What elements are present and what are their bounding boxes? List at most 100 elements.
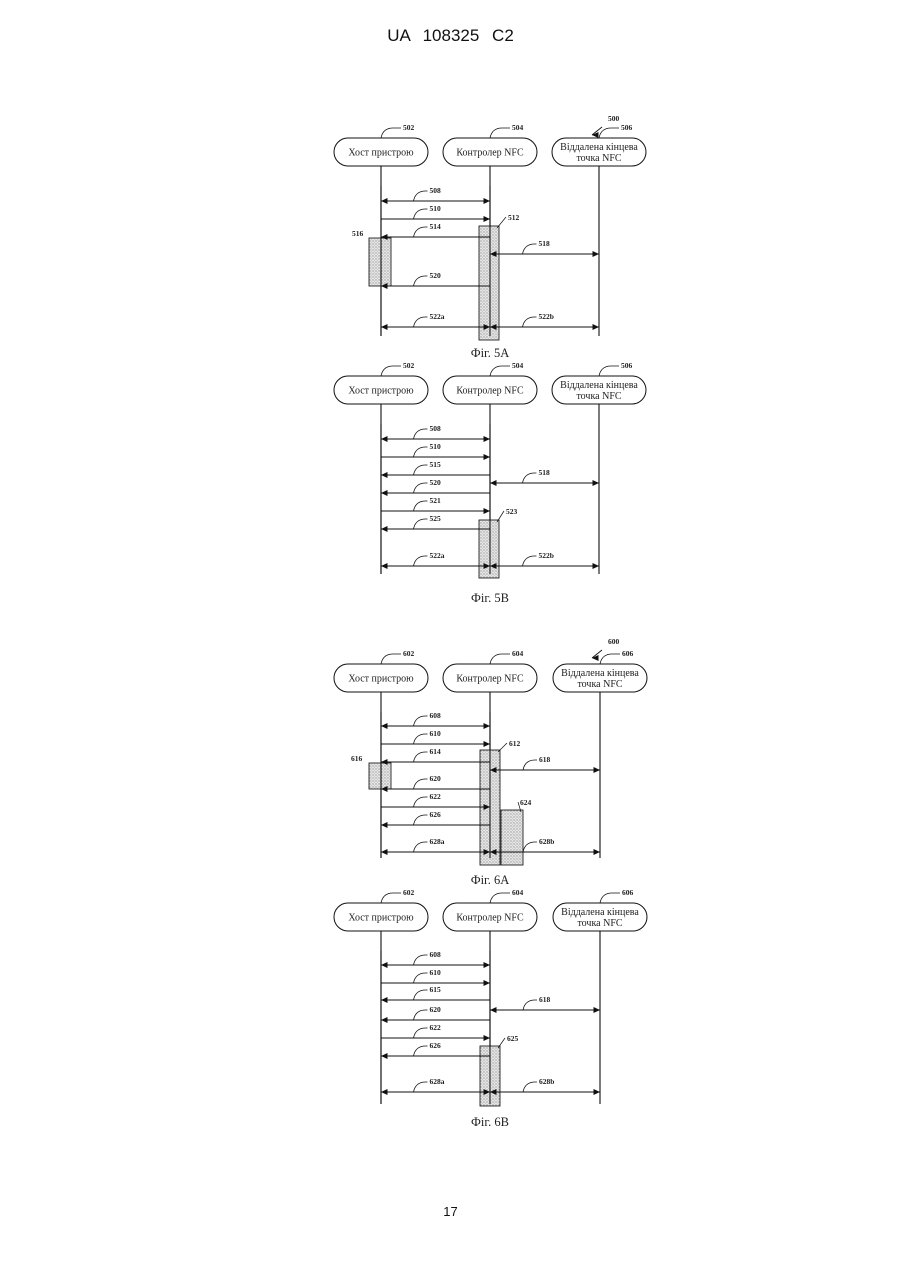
message-leader — [414, 483, 428, 493]
message-leader — [414, 1010, 428, 1020]
box-ref: 625 — [507, 1034, 519, 1043]
message-leader — [414, 501, 428, 511]
arrowhead — [381, 849, 388, 855]
message-leader — [414, 276, 428, 286]
arrowhead — [594, 1089, 601, 1095]
figure-caption: Фіг. 5В — [471, 591, 509, 605]
message-leader — [414, 797, 428, 807]
arrowhead — [594, 849, 601, 855]
participant-label: Контролер NFC — [456, 148, 524, 159]
processing-box-624 — [501, 810, 523, 865]
message-ref: 608 — [430, 711, 442, 720]
message-ref: 518 — [539, 468, 551, 477]
message-leader — [523, 473, 537, 483]
message-leader — [414, 227, 428, 237]
arrowhead — [381, 997, 388, 1003]
arrowhead — [381, 472, 388, 478]
message-ref: 510 — [430, 204, 442, 213]
group-ref: 500 — [608, 114, 620, 123]
message-ref: 608 — [430, 950, 442, 959]
arrowhead — [490, 1007, 497, 1013]
participant-label: Віддалена кінцева — [561, 907, 639, 918]
message-leader — [523, 1082, 537, 1092]
box-leader — [497, 217, 506, 228]
group-ref: 600 — [608, 637, 620, 646]
message-ref: 628b — [539, 1077, 554, 1086]
arrowhead — [484, 723, 491, 729]
message-ref: 628a — [430, 837, 445, 846]
arrowhead — [381, 526, 388, 532]
figure-caption: Фіг. 5А — [471, 346, 510, 360]
participant-label: точка NFC — [576, 153, 621, 164]
message-ref: 622 — [430, 1023, 442, 1032]
reference-leader — [600, 893, 620, 903]
arrowhead — [484, 962, 491, 968]
message-ref: 522b — [539, 551, 554, 560]
participant-label: точка NFC — [577, 679, 622, 690]
message-ref: 522b — [539, 312, 554, 321]
reference-leader — [599, 366, 619, 376]
arrowhead — [381, 822, 388, 828]
message-leader — [414, 447, 428, 457]
arrowhead — [381, 324, 388, 330]
arrowhead — [484, 198, 491, 204]
arrowhead — [381, 436, 388, 442]
message-leader — [414, 465, 428, 475]
participant-label: Контролер NFC — [456, 913, 524, 924]
message-ref: 515 — [430, 460, 442, 469]
arrowhead — [490, 480, 497, 486]
processing-box-516 — [369, 238, 391, 286]
arrowhead — [484, 436, 491, 442]
reference-leader — [599, 128, 619, 138]
message-leader — [523, 760, 537, 770]
message-leader — [414, 752, 428, 762]
message-ref: 521 — [430, 496, 442, 505]
participant-label: Віддалена кінцева — [560, 380, 638, 391]
participant-label: Хост пристрою — [348, 148, 414, 159]
message-ref: 520 — [430, 271, 442, 280]
message-leader — [414, 734, 428, 744]
arrowhead — [484, 454, 491, 460]
page-number: 17 — [0, 1204, 901, 1219]
message-leader — [414, 779, 428, 789]
reference-leader — [381, 366, 401, 376]
figure-caption: Фіг. 6В — [471, 1115, 509, 1129]
participant-ref: 502 — [403, 123, 415, 132]
arrowhead — [593, 251, 600, 257]
participant-label: точка NFC — [577, 918, 622, 929]
box-leader — [498, 743, 507, 752]
message-ref: 525 — [430, 514, 442, 523]
message-ref: 615 — [430, 985, 442, 994]
participant-ref: 604 — [512, 649, 524, 658]
message-leader — [414, 1082, 428, 1092]
arrowhead — [484, 980, 491, 986]
message-leader — [414, 317, 428, 327]
reference-leader — [490, 366, 510, 376]
message-ref: 518 — [539, 239, 551, 248]
message-ref: 610 — [430, 968, 442, 977]
participant-label: Віддалена кінцева — [561, 668, 639, 679]
message-ref: 522a — [430, 312, 445, 321]
message-leader — [414, 519, 428, 529]
participant-ref: 602 — [403, 649, 415, 658]
message-leader — [414, 955, 428, 965]
reference-leader — [381, 128, 401, 138]
box-leader — [498, 1038, 505, 1048]
message-leader — [414, 1028, 428, 1038]
box-leader — [497, 511, 504, 522]
message-ref: 508 — [430, 186, 442, 195]
participant-label: Хост пристрою — [348, 674, 414, 685]
message-leader — [414, 990, 428, 1000]
participant-label: точка NFC — [576, 391, 621, 402]
arrowhead — [381, 563, 388, 569]
message-leader — [414, 973, 428, 983]
message-leader — [414, 1046, 428, 1056]
arrowhead — [484, 216, 491, 222]
participant-ref: 506 — [621, 123, 633, 132]
participant-ref: 502 — [403, 361, 415, 370]
arrowhead — [484, 1035, 491, 1041]
box-ref: 512 — [508, 213, 520, 222]
message-leader — [414, 716, 428, 726]
message-ref: 626 — [430, 810, 442, 819]
participant-ref: 504 — [512, 123, 524, 132]
